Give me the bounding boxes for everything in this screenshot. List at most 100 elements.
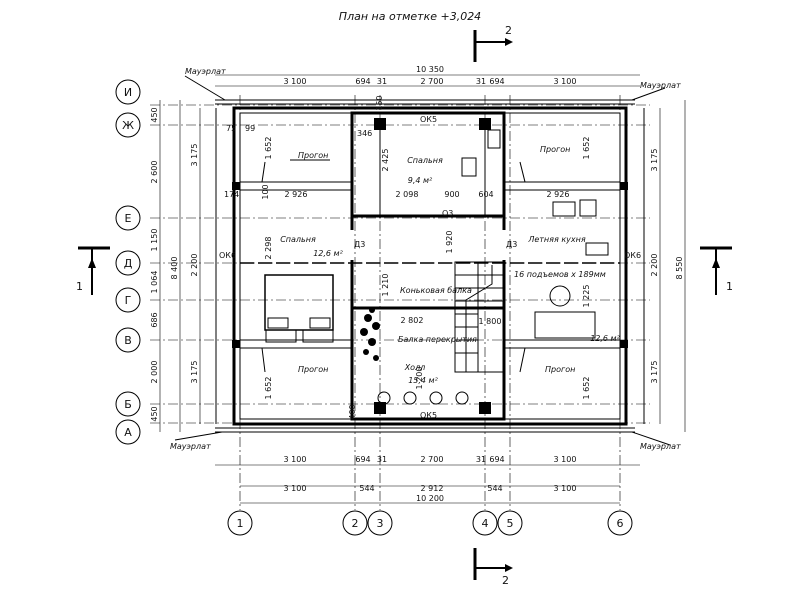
dim-inner-1200: 1 200	[415, 367, 424, 390]
dim-inner-604: 604	[478, 190, 493, 199]
dim-inner-1210: 1 210	[381, 274, 390, 297]
section-mark-left: 1	[76, 246, 110, 295]
dim-bot2-1: 3 100	[284, 484, 307, 493]
axis-number-3: 3	[377, 517, 384, 530]
room-hall-area: 15,4 м²	[408, 376, 438, 385]
dim-inner-2425: 2 425	[381, 149, 390, 172]
axis-letter-zh: Ж	[122, 119, 134, 132]
dim-top-4: 2 700	[421, 77, 444, 86]
label-progon-br: Прогон	[545, 365, 575, 374]
dim-bot2-5: 3 100	[554, 484, 577, 493]
dim-left-5: 686	[150, 312, 159, 327]
dim-bot1-2: 694	[355, 455, 370, 464]
room-kitchen-right: Летняя кухня	[527, 235, 586, 244]
section-2-label-top: 2	[505, 24, 512, 37]
plant-decor	[360, 307, 380, 361]
label-floor-beam: Балка перекрытия	[398, 335, 477, 344]
dim-inner-100-a: 100	[261, 184, 270, 199]
dim-top-1: 3 100	[284, 77, 307, 86]
axis-letter-g: Г	[125, 294, 132, 307]
dim-bot1-4: 2 700	[421, 455, 444, 464]
dim-bot1-1: 3 100	[284, 455, 307, 464]
axis-letter-i: И	[124, 86, 132, 99]
label-progon-tr: Прогон	[540, 145, 570, 154]
room-labels: Спальня 9,4 м² Спальня 12,6 м² Летняя ку…	[280, 156, 620, 385]
dim-inner-1920: 1 920	[445, 231, 454, 254]
dim-bot1-5: 31	[476, 455, 486, 464]
label-ok5-top: ОК5	[420, 115, 437, 124]
axis-grid	[150, 95, 650, 510]
mauerlat-label-br: Мауэрлат	[640, 442, 681, 451]
dim-right-3: 3 175	[650, 361, 659, 384]
dim-inner-1800: 1 800	[479, 317, 502, 326]
room-bedroom-left: Спальня	[280, 235, 316, 244]
dim-inner-99-a: 99	[245, 124, 255, 133]
dim-inner-1652-d: 1 652	[582, 377, 591, 400]
mauerlat-label-bl: Мауэрлат	[170, 442, 211, 451]
dims-bottom: 3 100 694 31 2 700 31 694 3 100 3 100 54…	[284, 455, 577, 503]
dim-top-3: 31	[377, 77, 387, 86]
section-mark-right: 1	[700, 246, 733, 295]
section-1-label-right: 1	[726, 280, 733, 293]
dimension-lines	[159, 74, 686, 504]
axis-number-1: 1	[237, 517, 244, 530]
label-ok5-bottom: ОК5	[420, 411, 437, 420]
dim-bot2-2: 544	[359, 484, 374, 493]
dim-left2-2: 2 200	[190, 254, 199, 277]
dims-top: 10 350 3 100 694 31 2 700 31 694 3 100	[284, 65, 577, 86]
posts	[232, 118, 628, 414]
dim-inner-346-a: 346	[357, 129, 372, 138]
dim-left-3: 1 150	[150, 229, 159, 252]
dim-inner-174-a: 174	[224, 190, 239, 199]
axis-number-6: 6	[617, 517, 624, 530]
label-progon-bl: Прогон	[298, 365, 328, 374]
section-2-label-bottom: 2	[502, 574, 509, 587]
dim-right-overall: 8 550	[675, 257, 684, 280]
label-progon-tl: Прогон	[298, 151, 328, 160]
dim-inner-1652-b: 1 652	[582, 137, 591, 160]
dim-left-2: 2 600	[150, 161, 159, 184]
dim-inner-75-a: 75	[226, 124, 236, 133]
dims-left: 450 2 600 1 150 1 064 686 2 000 450 8 40…	[150, 107, 199, 421]
dim-bot1-7: 3 100	[554, 455, 577, 464]
dim-bot2-4: 544	[487, 484, 502, 493]
section-1-label-left: 1	[76, 280, 83, 293]
dim-right-1: 3 175	[650, 149, 659, 172]
dim-inner-2098: 2 098	[396, 190, 419, 199]
dim-overall-top: 10 350	[416, 65, 444, 74]
axis-number-5: 5	[507, 517, 514, 530]
section-mark-bottom: 2	[473, 548, 513, 587]
axis-letter-d: Д	[124, 257, 133, 270]
dim-inner-150-a: 150	[375, 95, 384, 110]
section-mark-top: 2	[473, 24, 513, 62]
dim-inner-1225: 1 225	[582, 285, 591, 308]
room-hall: Холл	[404, 363, 426, 372]
dim-inner-2926-l: 2 926	[285, 190, 308, 199]
dim-top-2: 694	[355, 77, 370, 86]
dim-left-1: 450	[150, 107, 159, 122]
dim-inner-2802: 2 802	[401, 316, 424, 325]
dim-right-2: 2 200	[650, 254, 659, 277]
room-bedroom-top: Спальня	[407, 156, 443, 165]
mauerlat-label-tl: Мауэрлат	[185, 67, 226, 76]
dim-bot1-3: 31	[377, 455, 387, 464]
dim-left-4: 1 064	[150, 271, 159, 294]
label-ridge-beam: Коньковая балка	[400, 286, 472, 295]
dim-top-6: 694	[489, 77, 504, 86]
element-labels: Прогон Прогон Прогон Прогон Коньковая ба…	[219, 115, 641, 420]
axis-letter-a: А	[124, 426, 132, 439]
dim-top-7: 3 100	[554, 77, 577, 86]
axis-number-4: 4	[482, 517, 489, 530]
dim-inner-900: 900	[444, 190, 459, 199]
dim-left-overall: 8 400	[170, 257, 179, 280]
axis-letter-e: Е	[125, 212, 132, 225]
axis-letter-v: В	[124, 334, 132, 347]
staircase	[454, 261, 504, 373]
dim-left-6: 2 000	[150, 361, 159, 384]
plan-title: План на отметке +3,024	[339, 10, 481, 23]
furniture	[264, 129, 609, 405]
dim-left-7: 450	[150, 406, 159, 421]
dims-inner: 2 926 2 926 2 098 900 604 2 802 1 800 1 …	[224, 95, 591, 419]
dim-bot2-3: 2 912	[421, 484, 444, 493]
